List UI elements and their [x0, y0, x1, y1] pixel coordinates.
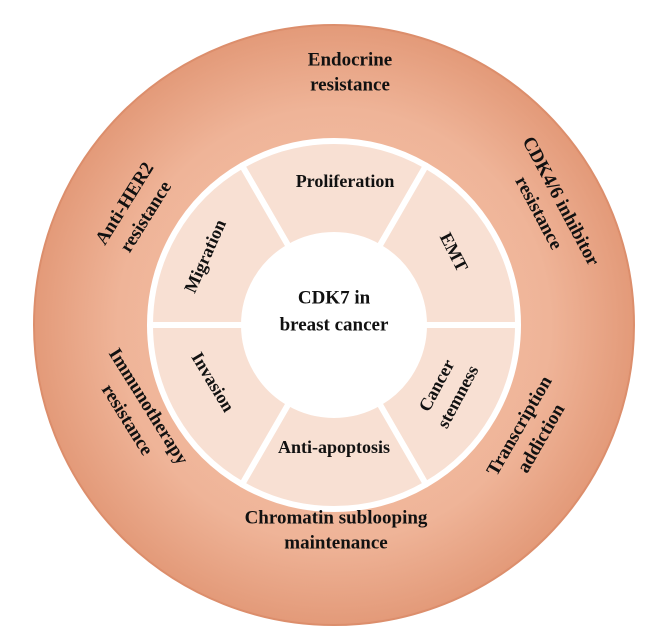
center-circle: [244, 235, 424, 415]
inner-label-anti-apoptosis: Anti-apoptosis: [278, 437, 390, 457]
inner-label-proliferation: Proliferation: [296, 171, 395, 191]
inner-ring: [147, 138, 521, 512]
